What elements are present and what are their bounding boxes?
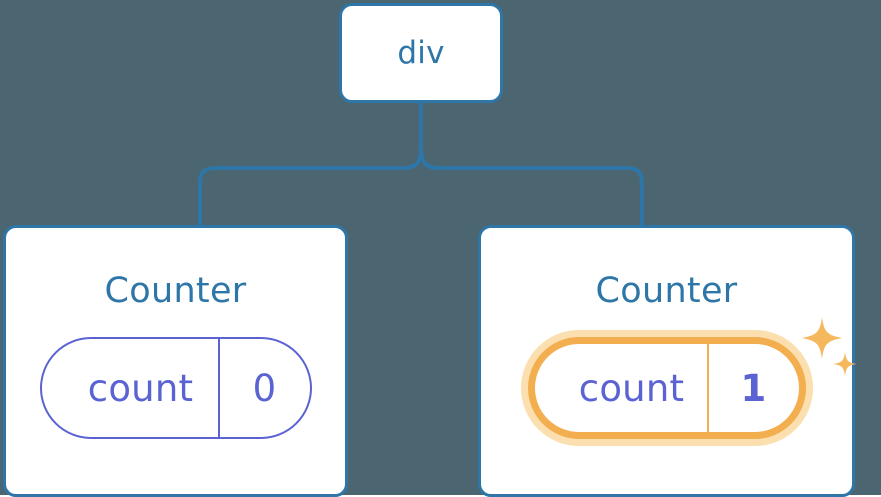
connector-branch-left (198, 144, 423, 228)
state-value-left: 0 (217, 339, 310, 437)
state-pill-left[interactable]: count 0 (39, 337, 312, 439)
node-counter-right[interactable]: Counter count 1 (478, 225, 857, 497)
sparkle-icon-small (832, 352, 857, 376)
state-value-right: 1 (706, 344, 799, 432)
node-counter-left-title: Counter (104, 271, 247, 311)
sparkle-group (801, 317, 857, 376)
sparkle-icon-large (801, 317, 842, 359)
node-div[interactable]: div (339, 3, 503, 103)
node-counter-right-title: Counter (595, 271, 738, 311)
state-key-right: count (578, 366, 685, 410)
state-key-left: count (87, 366, 194, 410)
state-pill-wrapper-right: count 1 (527, 317, 857, 439)
state-pill-right[interactable]: count 1 (527, 337, 806, 439)
state-pill-wrapper-left: count 0 (39, 337, 312, 439)
connector-branch-right (419, 144, 644, 228)
node-counter-left[interactable]: Counter count 0 (3, 225, 348, 497)
node-div-label: div (397, 34, 445, 71)
